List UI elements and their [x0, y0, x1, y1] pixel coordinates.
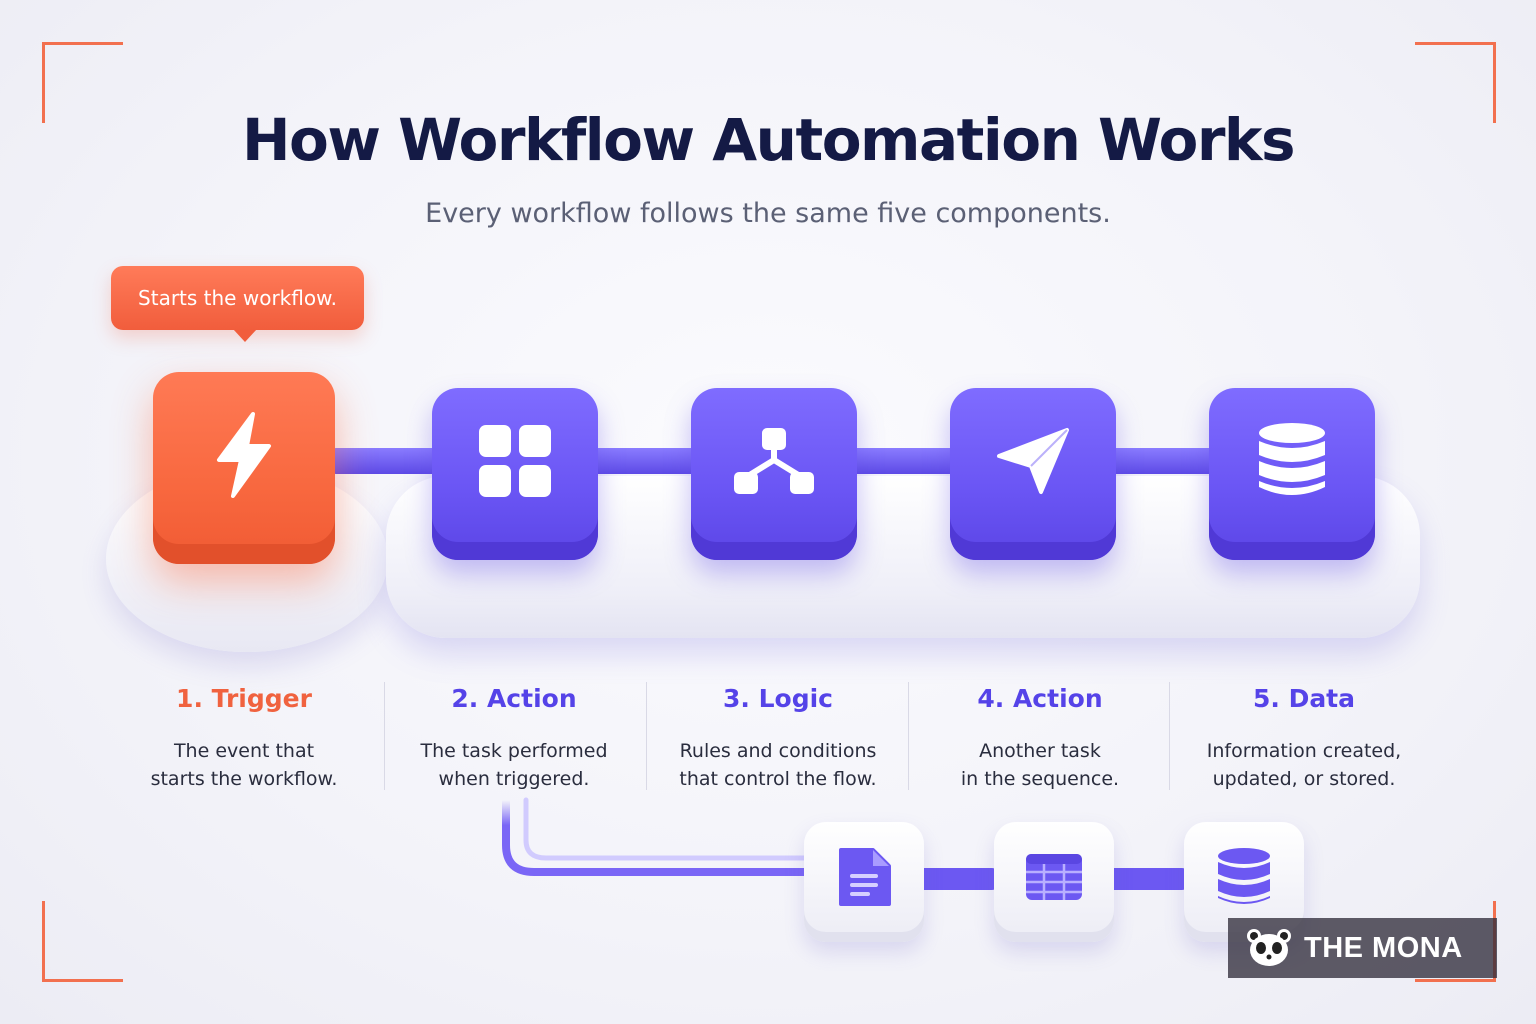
page-subtitle: Every workflow follows the same five com…	[425, 198, 1111, 229]
divider	[646, 682, 647, 790]
divider	[384, 682, 385, 790]
step-title: 1. Trigger	[176, 684, 312, 713]
page-title: How Workflow Automation Works	[241, 106, 1296, 174]
send-icon	[997, 428, 1069, 494]
divider	[908, 682, 909, 790]
brand-name: THE MONA	[1304, 931, 1463, 964]
table-icon	[1026, 854, 1082, 900]
database-icon	[1259, 423, 1325, 495]
step-title: 3. Logic	[723, 684, 833, 713]
table-node[interactable]	[994, 822, 1114, 942]
step-description: Information created,updated, or stored.	[1206, 740, 1402, 790]
step-title: 4. Action	[977, 684, 1103, 713]
grid-icon	[479, 425, 551, 497]
step-title: 5. Data	[1252, 684, 1356, 713]
brand-watermark: THE MONA	[1228, 918, 1497, 978]
connector-4-5	[1110, 448, 1216, 474]
divider	[1169, 682, 1170, 790]
panda-logo-icon	[1247, 929, 1291, 966]
action-tile-1[interactable]	[432, 388, 598, 560]
corner-bracket-top-left	[42, 42, 123, 123]
data-tile[interactable]	[1209, 388, 1375, 560]
document-node[interactable]	[804, 822, 924, 942]
document-icon	[839, 848, 891, 906]
trigger-callout: Starts the workflow.	[111, 266, 364, 342]
trigger-tile[interactable]	[153, 372, 335, 564]
step-title: 2. Action	[451, 684, 577, 713]
action-tile-2[interactable]	[950, 388, 1116, 560]
corner-bracket-top-right	[1415, 42, 1496, 123]
logic-tile[interactable]	[691, 388, 857, 560]
connector-3-4	[850, 448, 956, 474]
step-label-data: 5. Data Information created,updated, or …	[1174, 684, 1434, 793]
connector-2-3	[592, 448, 698, 474]
connector-1-2	[330, 448, 440, 474]
database-icon	[1218, 848, 1270, 904]
corner-bracket-bottom-left	[42, 901, 123, 982]
lightning-icon	[217, 412, 271, 498]
branch-icon	[734, 428, 814, 494]
